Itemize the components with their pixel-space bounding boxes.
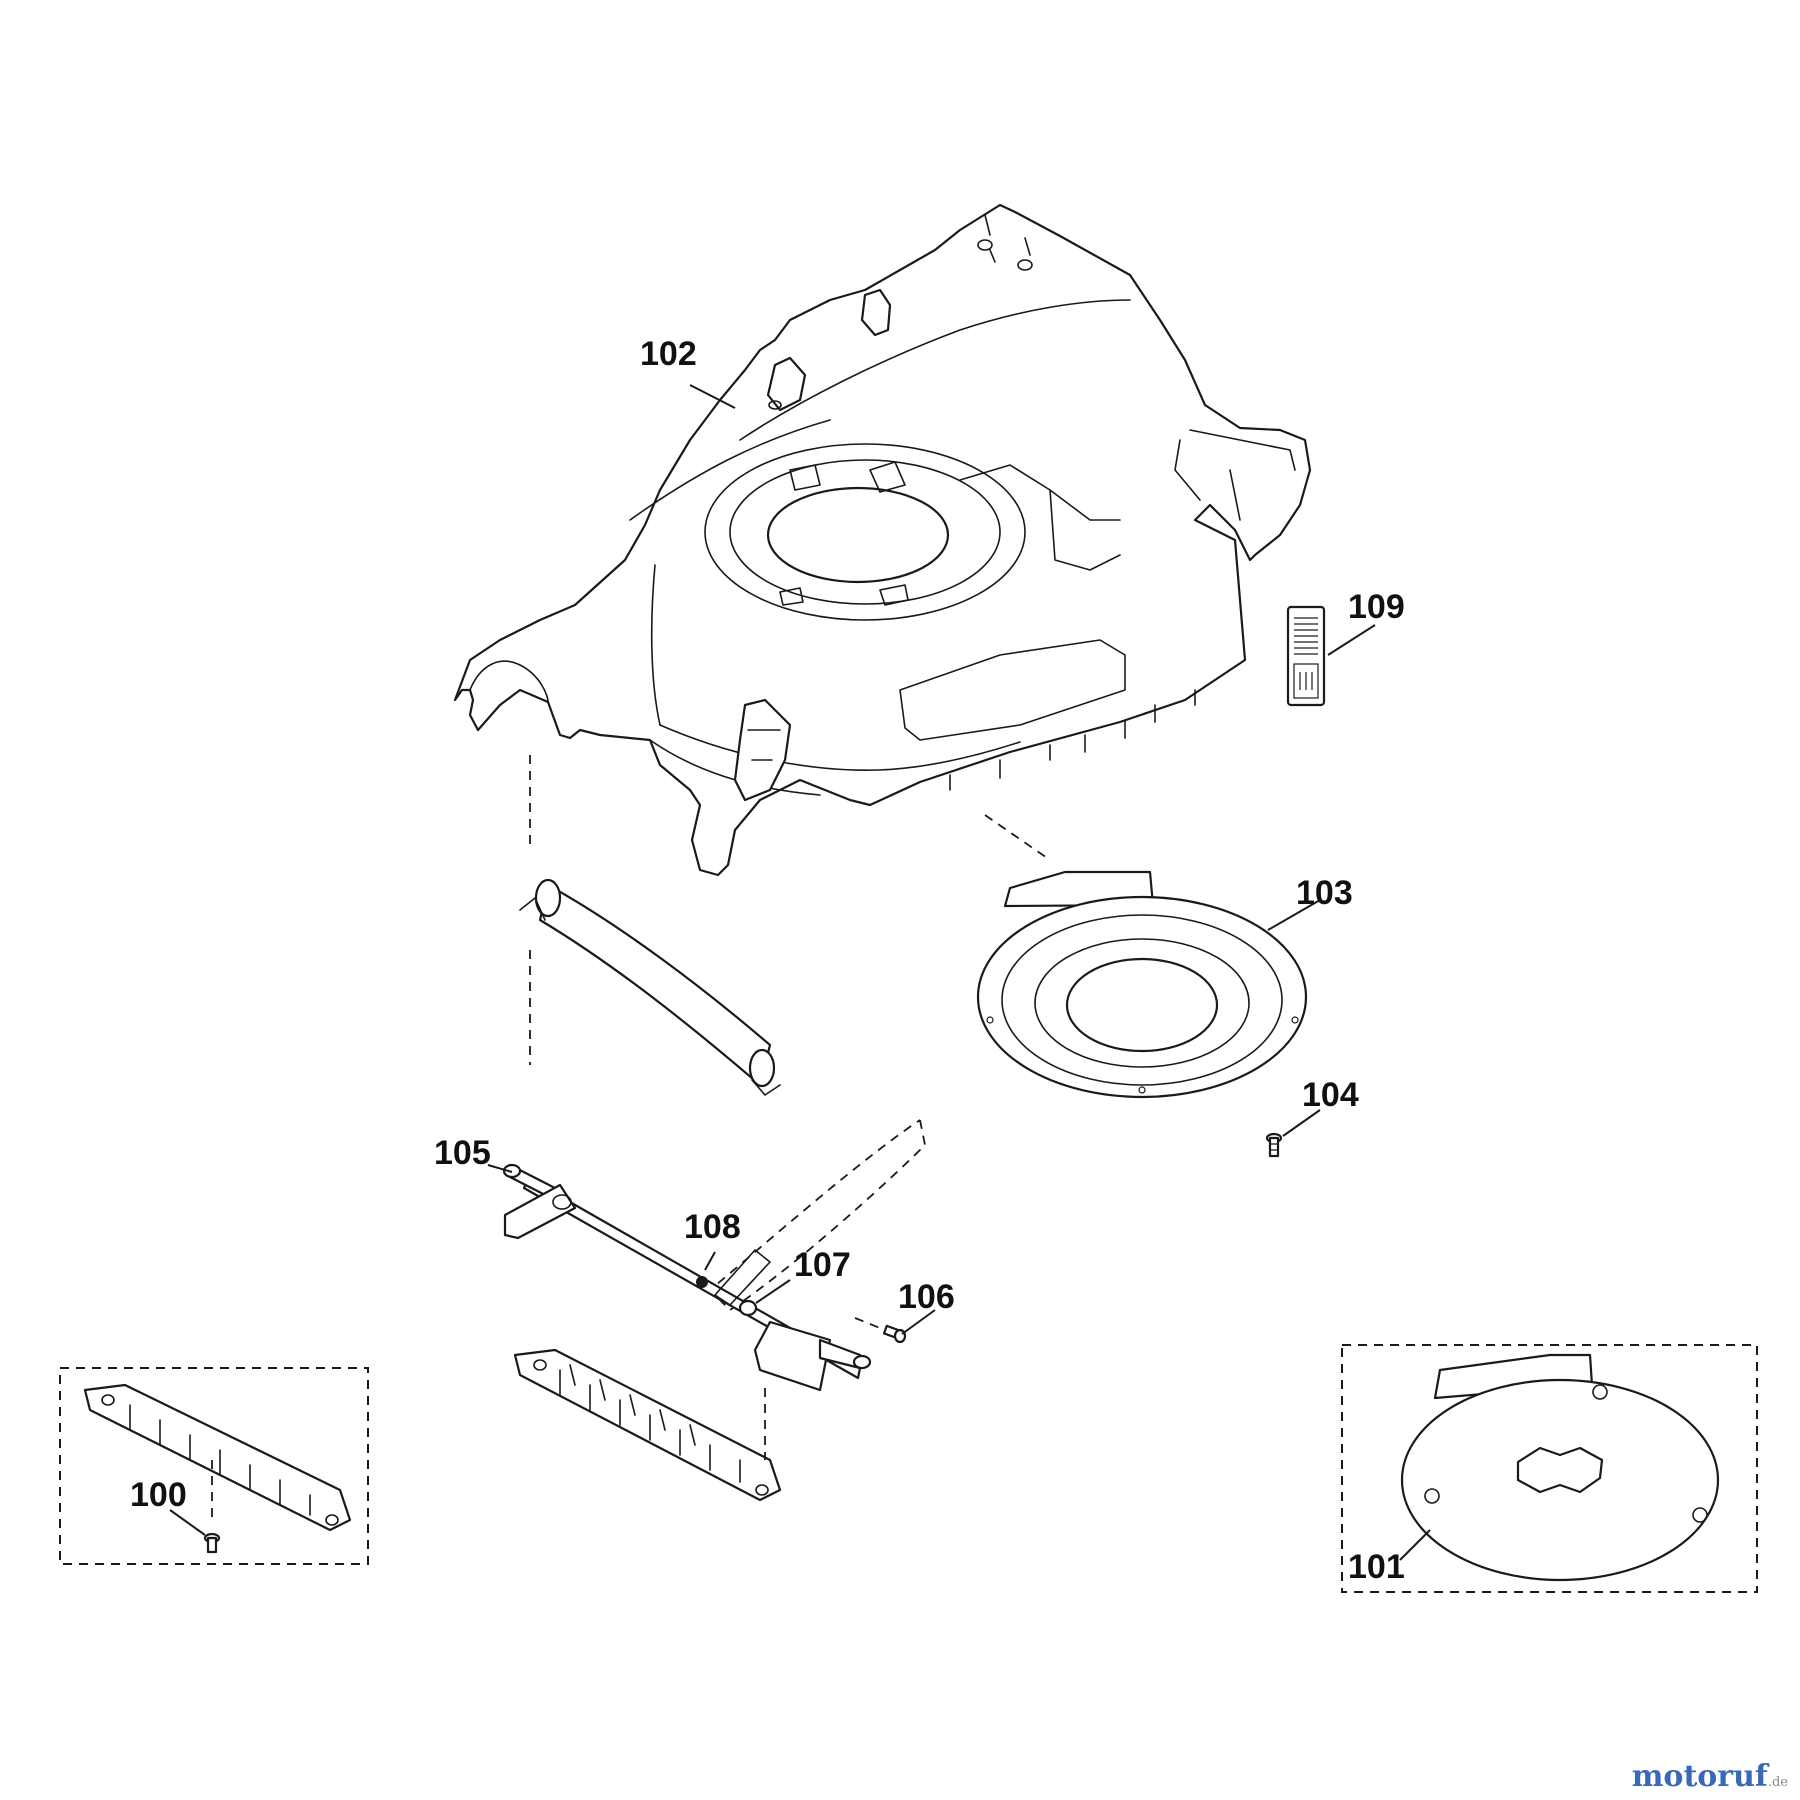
rear-comb-bracket[interactable]: [513, 1348, 782, 1502]
callout-107: 107: [794, 1246, 851, 1284]
part-103-baffle-plate[interactable]: [976, 870, 1308, 1099]
inset-box-right: [1341, 1344, 1758, 1593]
ghost-handle-outline: [708, 1119, 926, 1312]
height-adjust-link: [714, 1249, 771, 1306]
part-108-nut[interactable]: [696, 1276, 708, 1288]
assembly-line-deck-to-baffle: [984, 814, 1051, 861]
callout-109: 109: [1348, 588, 1405, 626]
part-107-washer[interactable]: [738, 1299, 758, 1317]
part-101-mulching-plate[interactable]: [1400, 1353, 1720, 1582]
callout-101: 101: [1348, 1548, 1405, 1586]
watermark-brand: motoruf: [1631, 1759, 1768, 1794]
part-106-screw[interactable]: [854, 1317, 907, 1344]
watermark-logo: motoruf.de: [1632, 1759, 1788, 1794]
inset-comb-bracket[interactable]: [83, 1383, 352, 1532]
callout-108: 108: [684, 1208, 741, 1246]
callout-106: 106: [898, 1278, 955, 1316]
part-102-deck-housing[interactable]: [453, 203, 1312, 877]
callout-104: 104: [1302, 1076, 1359, 1114]
inset-box-left: [59, 1367, 369, 1565]
callout-103: 103: [1296, 874, 1353, 912]
part-109-label[interactable]: [1286, 605, 1326, 707]
callout-leaders: [169, 384, 1431, 1561]
callout-105: 105: [434, 1134, 491, 1172]
callout-100: 100: [130, 1476, 187, 1514]
callout-102: 102: [640, 335, 697, 373]
part-100-screw[interactable]: [203, 1532, 221, 1554]
roller-guard-tube[interactable]: [519, 878, 781, 1096]
watermark-suffix: .de: [1767, 1775, 1788, 1790]
part-104-screw[interactable]: [1265, 1132, 1283, 1158]
part-105-axle[interactable]: [502, 1163, 872, 1392]
